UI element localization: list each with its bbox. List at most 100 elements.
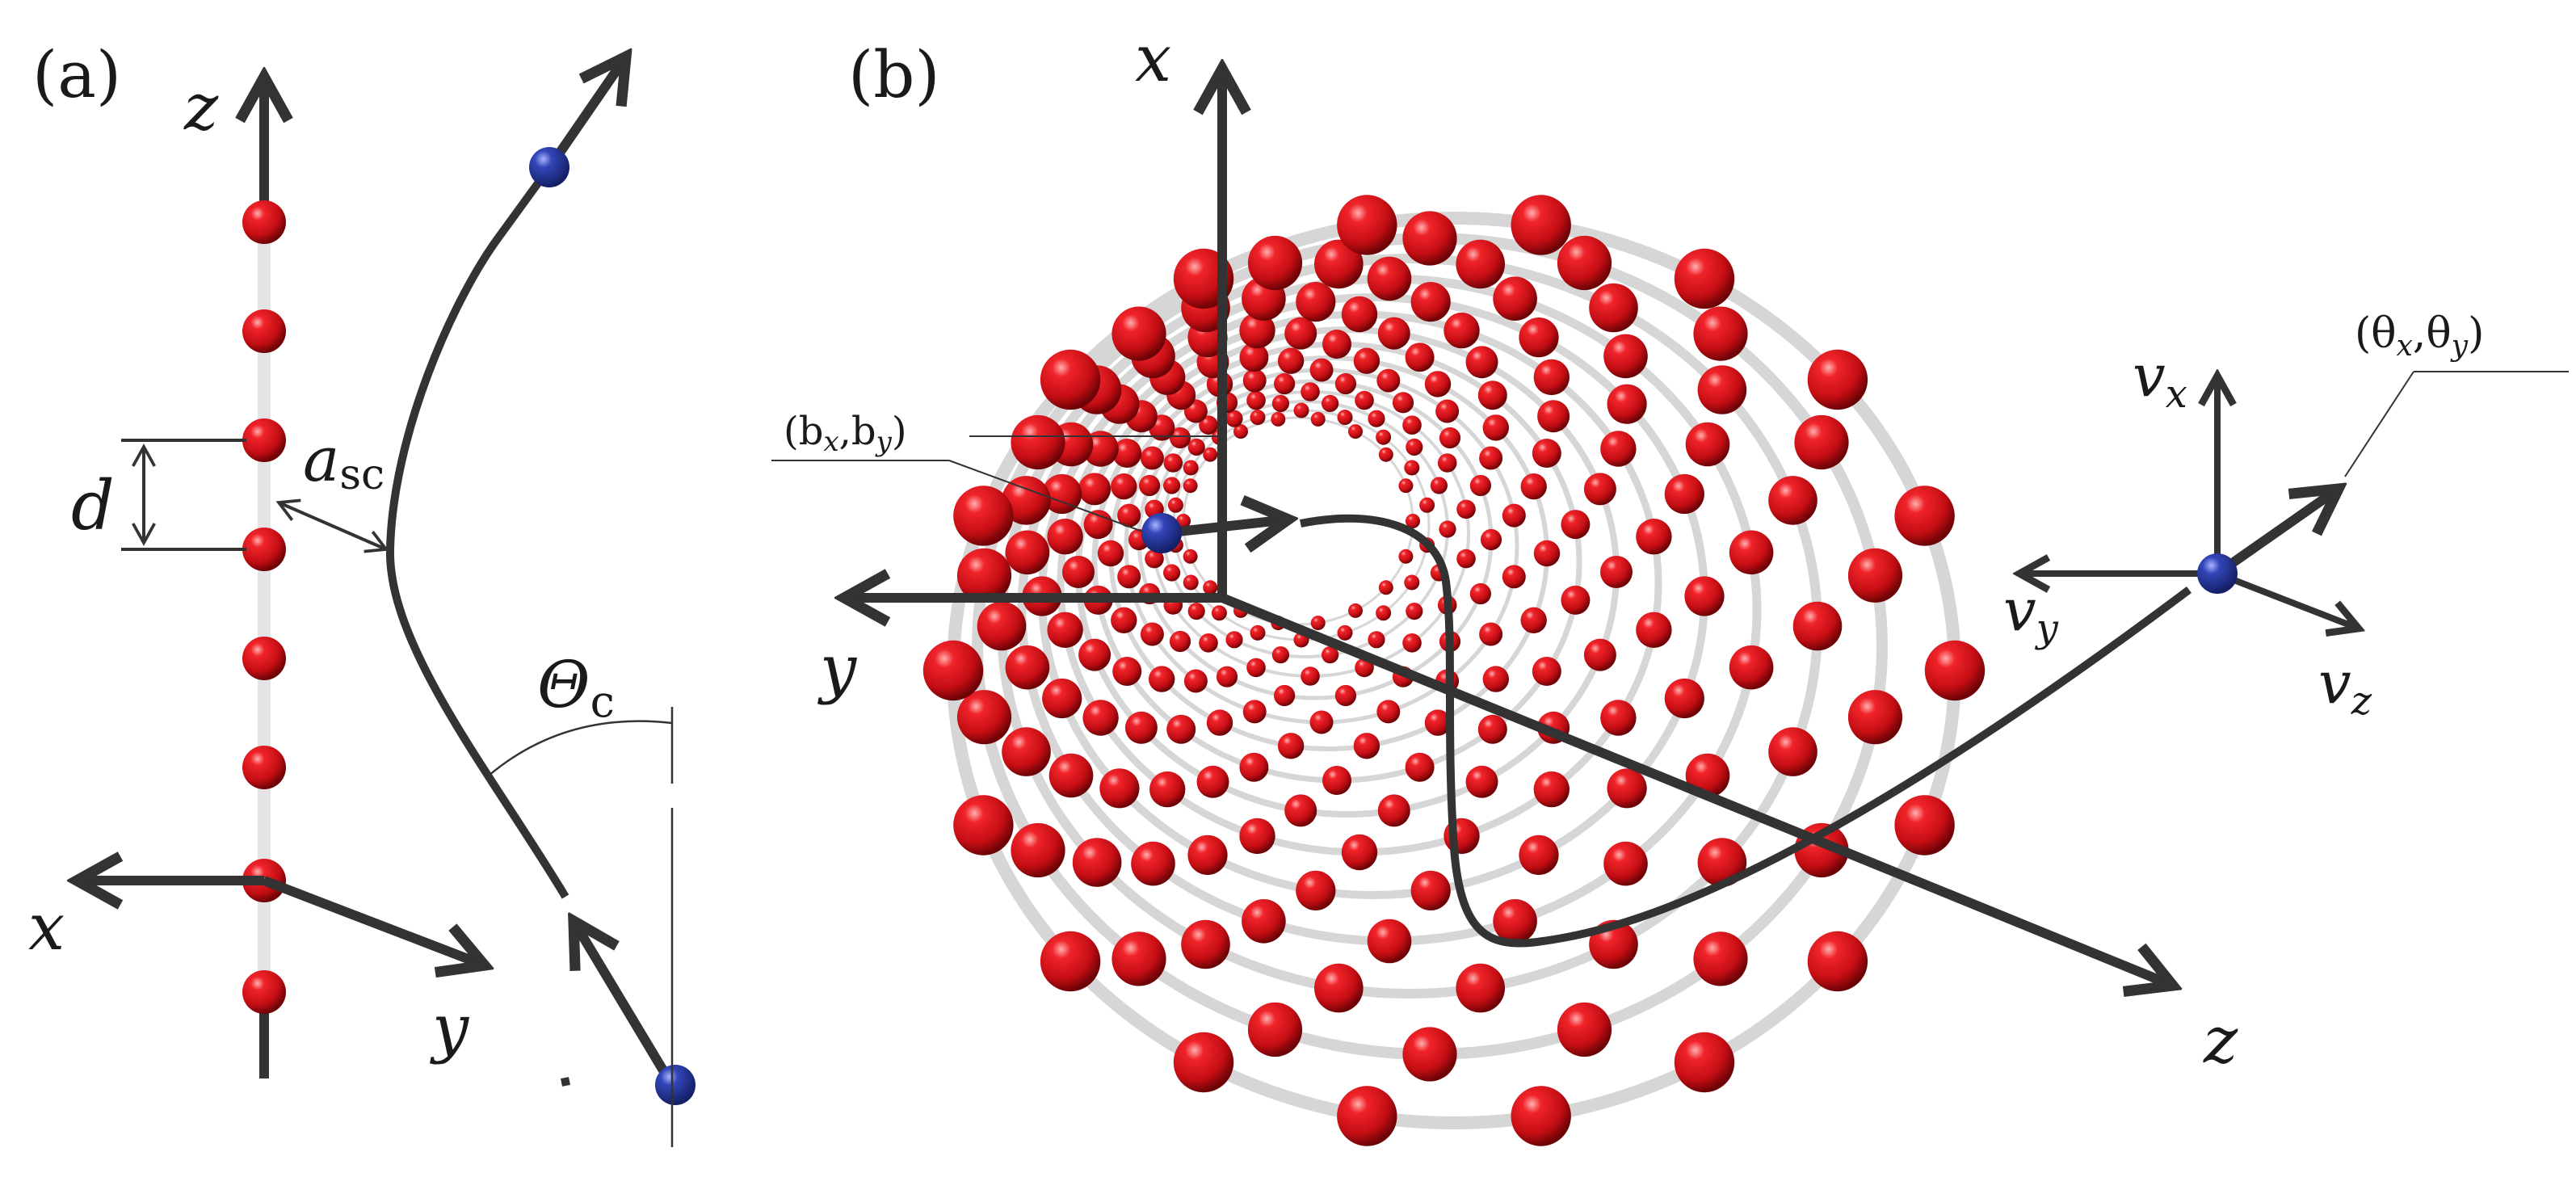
- atom-sphere-icon: [1145, 549, 1164, 569]
- atom-sphere-icon: [1465, 346, 1498, 379]
- atom-sphere-icon: [1139, 474, 1161, 497]
- atom-sphere-icon: [1367, 919, 1412, 964]
- atom-sphere-icon: [1072, 838, 1122, 887]
- atom-sphere-icon: [1693, 931, 1748, 986]
- atom-sphere-icon: [1242, 368, 1267, 393]
- atom-sphere-icon: [1424, 709, 1452, 736]
- atom-sphere-icon: [1140, 622, 1164, 646]
- atom-sphere-icon: [1469, 474, 1491, 497]
- atom-sphere-icon: [1042, 473, 1082, 515]
- entry-velocity-arrow: [1162, 519, 1288, 533]
- atom-sphere-icon: [1376, 700, 1401, 724]
- atom-sphere-icon: [1112, 657, 1142, 686]
- atom-sphere-icon: [1348, 424, 1363, 439]
- atom-sphere-icon: [1376, 429, 1392, 445]
- nanotube: [947, 212, 1961, 1129]
- atom-sphere-icon: [1284, 794, 1317, 827]
- atom-sphere-icon: [1277, 733, 1305, 759]
- atom-sphere-icon: [1242, 700, 1267, 724]
- atom-sphere-icon: [1239, 343, 1269, 372]
- atom-sphere-icon: [1377, 317, 1410, 350]
- projectile-sphere-icon: [655, 1065, 695, 1105]
- atom-sphere-icon: [953, 795, 1014, 856]
- atom-sphere-icon: [956, 548, 1012, 603]
- atom-sphere-icon: [1502, 565, 1526, 589]
- atom-sphere-icon: [242, 970, 286, 1014]
- atom-sphere-icon: [1477, 714, 1507, 744]
- atom-sphere-icon: [1296, 870, 1336, 910]
- atom-sphere-icon: [1233, 424, 1248, 439]
- atom-sphere-icon: [1664, 678, 1704, 719]
- atom-sphere-icon: [1011, 414, 1065, 470]
- atom-sphere-icon: [1533, 540, 1561, 567]
- atom-sphere-icon: [1367, 256, 1412, 301]
- atom-sphere-icon: [1430, 477, 1448, 494]
- atom-sphere-icon: [1048, 753, 1094, 798]
- atom-sphere-icon: [1181, 919, 1230, 969]
- atom-sphere-icon: [1729, 530, 1774, 575]
- atom-sphere-icon: [1166, 714, 1196, 744]
- atom-sphere-icon: [1697, 365, 1747, 414]
- atom-sphere-icon: [1149, 771, 1186, 808]
- atom-sphere-icon: [1406, 514, 1420, 528]
- vx-label: vx: [2133, 342, 2187, 417]
- atom-sphere-icon: [1479, 622, 1503, 646]
- exit-angles-label: (θx,θy): [2355, 309, 2484, 363]
- atom-sphere-icon: [1246, 390, 1266, 410]
- atom-sphere-icon: [1334, 372, 1356, 395]
- atom-sphere-icon: [1203, 447, 1218, 462]
- atom-sphere-icon: [1456, 499, 1476, 519]
- atom-sphere-icon: [1322, 394, 1339, 412]
- panel-a-tag: (a): [32, 37, 121, 112]
- atom-sphere-icon: [1169, 427, 1191, 449]
- atom-sphere-icon: [1111, 473, 1137, 500]
- trajectory-top-arrow: [547, 57, 626, 169]
- atom-sphere-icon: [1203, 580, 1218, 595]
- atom-sphere-icon: [242, 418, 286, 462]
- spacing-label: d: [71, 466, 115, 545]
- tube-axis-label-y: y: [817, 631, 858, 706]
- atom-sphere-icon: [1353, 347, 1380, 374]
- atom-sphere-icon: [1847, 548, 1903, 603]
- atom-sphere-icon: [1337, 624, 1353, 641]
- atom-sphere-icon: [1368, 410, 1385, 427]
- vz-axis: [2216, 570, 2359, 629]
- atom-sphere-icon: [1040, 931, 1101, 992]
- atom-sphere-icon: [1211, 605, 1227, 621]
- atom-sphere-icon: [242, 528, 286, 571]
- atom-sphere-icon: [1117, 565, 1141, 589]
- atom-sphere-icon: [1636, 612, 1672, 648]
- atom-sphere-icon: [1183, 549, 1198, 564]
- atom-sphere-icon: [1199, 633, 1218, 653]
- panel-a: (a) z d asc: [28, 37, 695, 1147]
- atom-sphere-icon: [1807, 349, 1868, 410]
- atom-sphere-icon: [1405, 343, 1435, 372]
- atom-sphere-icon: [1456, 239, 1505, 289]
- atom-sphere-icon: [1479, 446, 1503, 470]
- atom-sphere-icon: [1187, 438, 1205, 456]
- atom-sphere-icon: [1099, 768, 1140, 809]
- atom-row-a: [242, 200, 286, 1014]
- atom-sphere-icon: [1309, 358, 1334, 382]
- atom-sphere-icon: [1309, 710, 1334, 734]
- atom-sphere-icon: [1894, 795, 1955, 856]
- axis-label-x: x: [28, 889, 65, 965]
- atom-sphere-icon: [1477, 380, 1507, 410]
- atom-sphere-icon: [1402, 415, 1422, 435]
- atom-sphere-icon: [1398, 549, 1414, 564]
- atom-sphere-icon: [1532, 657, 1561, 686]
- atom-sphere-icon: [1410, 870, 1451, 910]
- atom-sphere-icon: [1533, 359, 1570, 396]
- atom-sphere-icon: [1140, 446, 1164, 470]
- tube-z-axis: [1220, 593, 2173, 986]
- atom-sphere-icon: [1511, 1086, 1571, 1146]
- atom-sphere-icon: [242, 637, 286, 680]
- atom-sphere-icon: [1322, 766, 1351, 795]
- atom-sphere-icon: [1173, 1032, 1234, 1093]
- atom-sphere-icon: [1636, 519, 1672, 555]
- atom-sphere-icon: [1404, 574, 1420, 591]
- atom-sphere-icon: [1225, 631, 1243, 649]
- atom-sphere-icon: [1482, 666, 1510, 692]
- atom-sphere-icon: [1042, 678, 1082, 719]
- axis-label-y: y: [430, 990, 470, 1066]
